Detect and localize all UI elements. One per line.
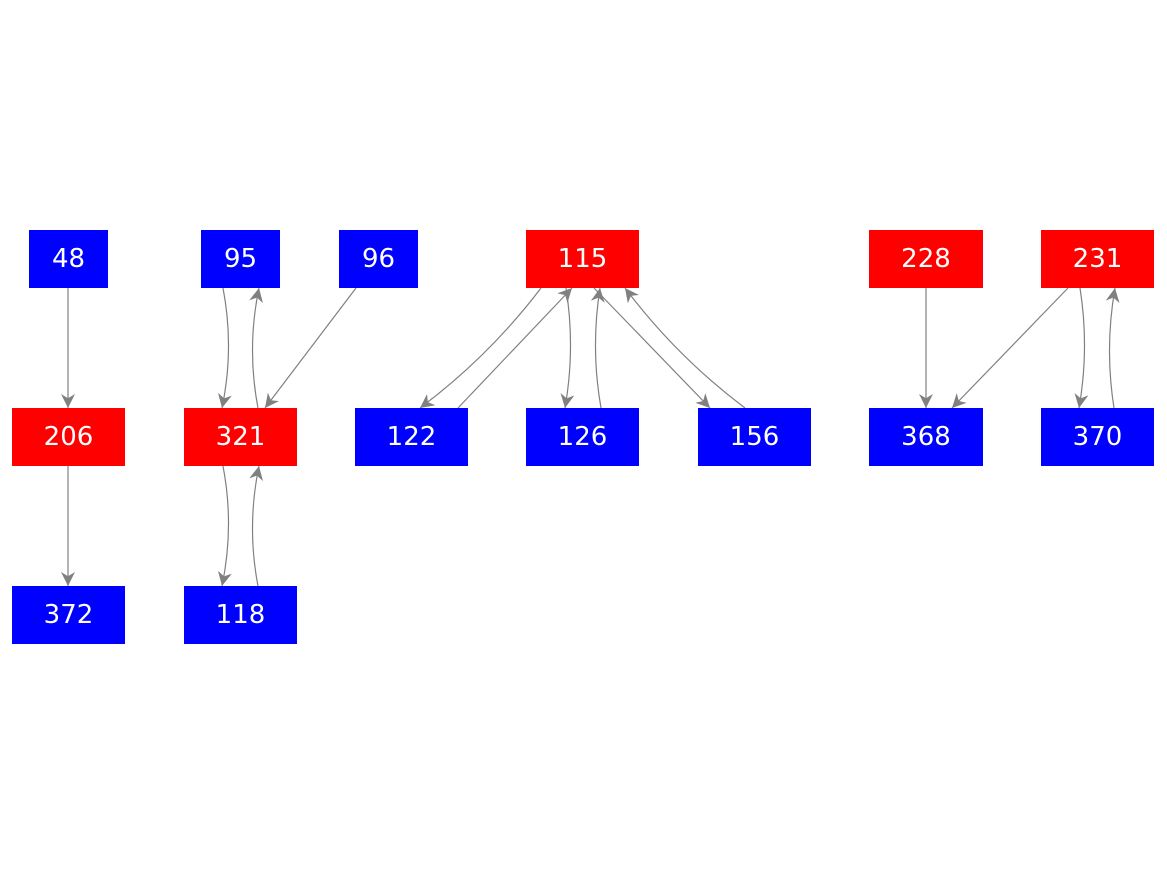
edge-115-to-126 [560,287,575,409]
edge-115-to-156 [593,287,711,409]
edge-156-to-115 [624,287,746,409]
edge-95-to-321 [218,287,232,409]
node-box [184,586,297,644]
node-label: 48 [52,244,85,274]
node-228[interactable]: 228 [869,230,983,288]
node-label: 115 [558,244,608,274]
node-156[interactable]: 156 [698,408,811,466]
edge-118-to-321 [249,465,263,587]
node-368[interactable]: 368 [869,408,983,466]
node-label: 231 [1073,244,1123,274]
node-126[interactable]: 126 [526,408,639,466]
node-label: 126 [558,422,608,452]
node-95[interactable]: 95 [201,230,280,288]
node-label: 96 [362,244,395,274]
node-label: 156 [730,422,780,452]
node-label: 372 [44,600,94,630]
node-370[interactable]: 370 [1041,408,1154,466]
node-118[interactable]: 118 [184,586,297,644]
edges-layer [61,287,1120,587]
edge-321-to-95 [249,287,263,409]
node-372[interactable]: 372 [12,586,125,644]
node-321[interactable]: 321 [184,408,297,466]
node-label: 228 [901,244,951,274]
node-48[interactable]: 48 [29,230,108,288]
node-box [201,230,280,288]
node-box [698,408,811,466]
node-box [29,230,108,288]
node-label: 122 [387,422,437,452]
node-label: 321 [216,422,266,452]
node-box [184,408,297,466]
node-label: 368 [901,422,951,452]
edge-231-to-370 [1074,287,1089,409]
edge-126-to-115 [590,287,605,409]
node-206[interactable]: 206 [12,408,125,466]
nodes-layer: 48 95 96 115 228 231 206 321 122 126 156 368 370 372 1… [12,230,1154,644]
edge-122-to-115 [457,287,573,409]
node-box [869,230,983,288]
node-label: 95 [224,244,257,274]
node-box [1041,230,1154,288]
edge-321-to-118 [218,465,232,587]
node-box [12,586,125,644]
node-box [12,408,125,466]
node-96[interactable]: 96 [339,230,418,288]
edge-115-to-122 [419,287,542,409]
node-box [355,408,468,466]
node-231[interactable]: 231 [1041,230,1154,288]
node-label: 118 [216,600,266,630]
node-box [526,230,639,288]
node-label: 370 [1073,422,1123,452]
node-122[interactable]: 122 [355,408,468,466]
node-box [526,408,639,466]
edge-231-to-368 [951,287,1069,409]
node-label: 206 [44,422,94,452]
edge-96-to-321 [264,287,357,409]
node-box [869,408,983,466]
node-box [1041,408,1154,466]
edge-370-to-231 [1105,287,1120,409]
node-115[interactable]: 115 [526,230,639,288]
node-box [339,230,418,288]
